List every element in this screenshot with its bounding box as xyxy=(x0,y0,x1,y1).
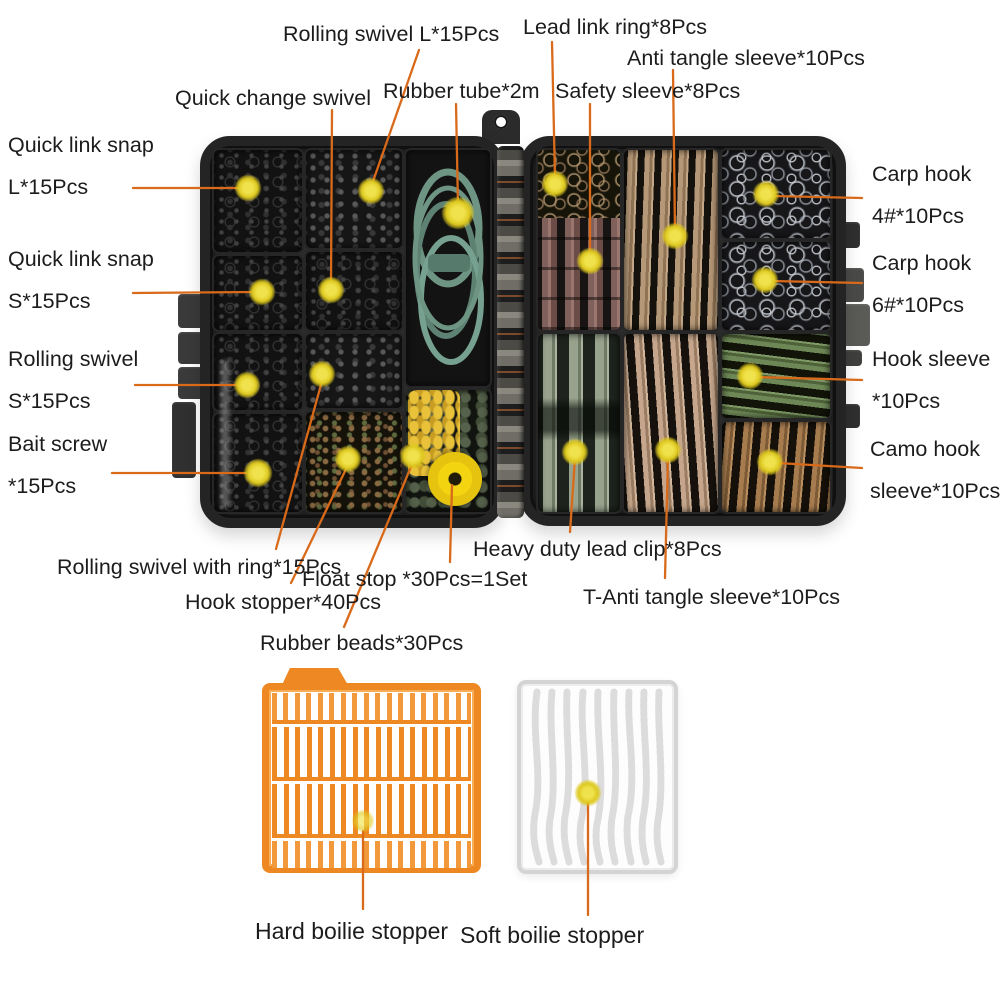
right-latch xyxy=(842,404,860,428)
callout-line-anti-tangle-sleeve xyxy=(671,68,677,233)
soft-boilie-stopper-card xyxy=(517,680,678,874)
label-bait-screw: Bait screw*15Pcs xyxy=(8,432,108,498)
hard-stopper-row xyxy=(272,693,471,724)
callout-line-hook-sleeve xyxy=(754,375,864,382)
label-anti-tangle-sleeve: Anti tangle sleeve*10Pcs xyxy=(627,46,865,70)
compartment-quick-change-swivel xyxy=(306,252,402,330)
hard-boilie-stopper-card xyxy=(262,683,481,873)
label-lead-link-ring: Lead link ring*8Pcs xyxy=(523,15,708,39)
hard-stopper-row xyxy=(272,784,471,838)
marker-dot-rolling-swivel-with-ring xyxy=(309,361,335,387)
marker-dot-t-anti-tangle-sleeve xyxy=(655,437,681,463)
callout-line-rubber-tube xyxy=(454,102,460,208)
right-clasp xyxy=(842,304,870,346)
label-t-anti-tangle-sleeve: T-Anti tangle sleeve*10Pcs xyxy=(583,585,840,609)
label-rolling-swivel-with-ring: Rolling swivel with ring*15Pcs xyxy=(57,555,342,579)
callout-line-lead-link-ring xyxy=(550,40,557,181)
marker-dot-hook-sleeve xyxy=(737,363,763,389)
marker-dot-bait-screw xyxy=(244,459,272,487)
label-rubber-tube: Rubber tube*2m xyxy=(383,79,540,103)
marker-dot-hook-stopper xyxy=(335,446,361,472)
hard-stopper-row xyxy=(272,727,471,781)
callout-line-t-anti-tangle-sleeve xyxy=(663,454,670,580)
compartment-rubber-tube xyxy=(406,150,490,386)
box-hinge xyxy=(497,146,524,518)
label-float-stop: Float stop *30Pcs=1Set xyxy=(302,567,528,591)
compartment-t-anti-tangle-sleeve xyxy=(624,334,718,512)
marker-dot-lead-link-ring xyxy=(542,171,568,197)
marker-dot-carp-hook-6 xyxy=(752,267,778,293)
label-rubber-beads: Rubber beads*30Pcs xyxy=(260,631,464,655)
soft-stopper-strands xyxy=(530,688,665,866)
compartment-rolling-swivel-l xyxy=(306,150,402,248)
marker-dot-anti-tangle-sleeve xyxy=(662,223,688,249)
compartment-hook-stopper xyxy=(306,412,402,512)
marker-dot-quick-change-swivel xyxy=(318,277,344,303)
callout-line-float-stop xyxy=(448,483,454,564)
callout-line-heavy-duty-lead-clip xyxy=(568,456,577,534)
label-hook-sleeve: Hook sleeve*10Pcs xyxy=(872,347,991,413)
callout-line-rolling-swivel-l xyxy=(369,48,421,189)
compartment-heavy-duty-lead-clip xyxy=(538,334,620,512)
marker-dot-carp-hook-4 xyxy=(753,181,779,207)
float-stop-disc xyxy=(428,452,482,506)
label-soft-boilie-stopper: Soft boilie stopper xyxy=(460,922,645,948)
safety-sleeves xyxy=(538,218,620,330)
label-rolling-swivel-l: Rolling swivel L*15Pcs xyxy=(283,22,500,46)
compartment-rolling-swivel-s xyxy=(214,334,302,410)
marker-dot-camo-hook-sleeve xyxy=(757,449,783,475)
callout-line-rolling-swivel-with-ring xyxy=(274,379,324,551)
marker-dot-soft-boilie-stopper xyxy=(575,780,601,806)
marker-dot-safety-sleeve xyxy=(577,248,603,274)
left-latch-knuckle xyxy=(178,367,204,399)
left-latch-bar xyxy=(172,402,196,478)
callout-line-carp-hook-4 xyxy=(770,194,864,200)
rubber-tube-coil xyxy=(412,168,484,365)
right-latch xyxy=(842,268,864,302)
marker-dot-rolling-swivel-s xyxy=(234,372,260,398)
right-latch xyxy=(842,350,862,366)
marker-dot-rolling-swivel-l xyxy=(358,178,384,204)
marker-dot-rubber-beads xyxy=(400,443,426,469)
label-safety-sleeve: Safety sleeve*8Pcs xyxy=(555,79,741,103)
callout-line-hook-stopper xyxy=(289,463,350,585)
compartment-quick-link-snap-l xyxy=(214,150,302,252)
left-latch-knuckle xyxy=(178,332,204,364)
box-highlight xyxy=(221,360,229,508)
callout-line-camo-hook-sleeve xyxy=(776,461,864,470)
marker-dot-quick-link-snap-s xyxy=(249,279,275,305)
callout-line-quick-link-snap-s xyxy=(131,290,256,295)
right-latch xyxy=(842,222,860,248)
hard-stopper-card-tab xyxy=(282,668,348,685)
callout-line-carp-hook-6 xyxy=(770,279,864,285)
label-hook-stopper: Hook stopper*40Pcs xyxy=(185,590,381,614)
callout-line-rubber-beads xyxy=(342,460,415,629)
hinge-top-tab xyxy=(482,110,520,144)
callout-line-quick-change-swivel xyxy=(329,108,334,286)
marker-dot-hard-boilie-stopper xyxy=(352,810,374,832)
marker-dot-quick-link-snap-l xyxy=(235,175,261,201)
hard-stopper-row xyxy=(272,841,471,868)
label-hard-boilie-stopper: Hard boilie stopper xyxy=(255,918,449,944)
left-latch-knuckle xyxy=(178,294,204,328)
marker-dot-heavy-duty-lead-clip xyxy=(562,439,588,465)
marker-dot-rubber-tube xyxy=(442,197,474,229)
label-heavy-duty-lead-clip: Heavy duty lead clip*8Pcs xyxy=(473,537,722,561)
label-quick-change-swivel: Quick change swivel xyxy=(175,86,371,110)
